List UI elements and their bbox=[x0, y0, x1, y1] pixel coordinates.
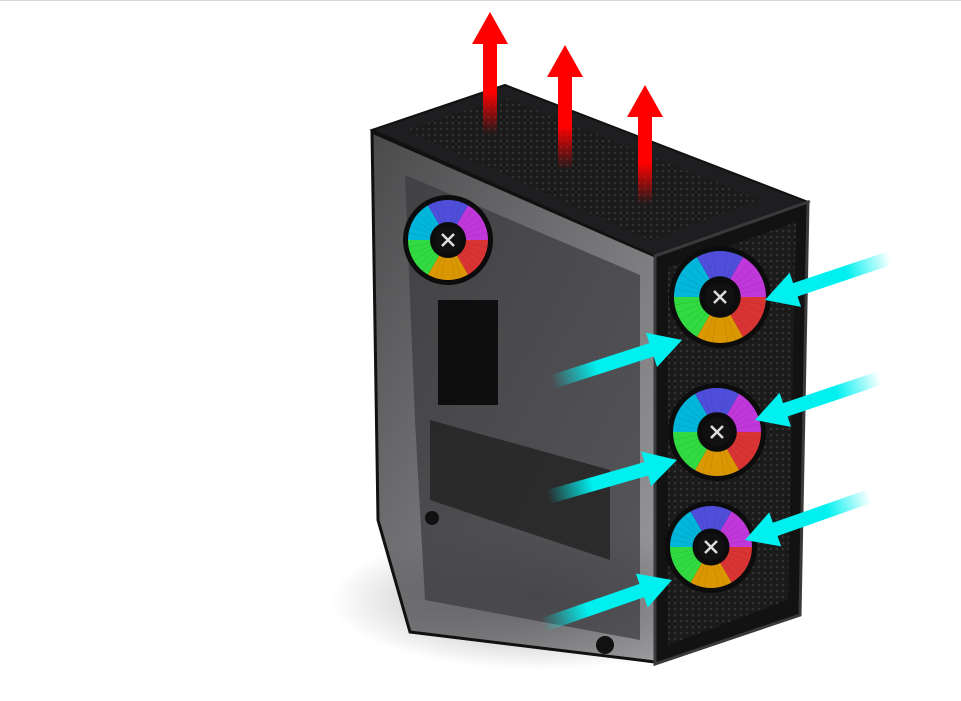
fan-logo-x-icon bbox=[713, 290, 727, 304]
intake-arrow-icon bbox=[745, 489, 873, 547]
exhaust-arrow-icon bbox=[547, 45, 583, 170]
intake-arrow-icon bbox=[549, 332, 682, 389]
expansion-slots bbox=[438, 300, 498, 405]
rgb-fan bbox=[669, 246, 771, 348]
exhaust-arrow-icon bbox=[472, 12, 508, 135]
case-foot bbox=[425, 511, 439, 525]
intake-arrow-icon bbox=[765, 251, 893, 307]
fan-logo-x-icon bbox=[704, 540, 718, 554]
case-foot bbox=[596, 636, 614, 654]
rgb-fan bbox=[668, 383, 766, 481]
rgb-fan bbox=[665, 501, 757, 593]
top-border bbox=[0, 0, 961, 1]
exhaust-arrow-icon bbox=[627, 85, 663, 205]
fan-logo-x-icon bbox=[441, 233, 455, 247]
intake-arrow-icon bbox=[755, 371, 883, 427]
intake-arrow-icon bbox=[540, 573, 672, 632]
fan-logo-x-icon bbox=[710, 425, 724, 439]
rgb-fan bbox=[403, 195, 493, 285]
psu-shroud bbox=[430, 420, 610, 560]
intake-arrow-icon bbox=[546, 451, 677, 504]
